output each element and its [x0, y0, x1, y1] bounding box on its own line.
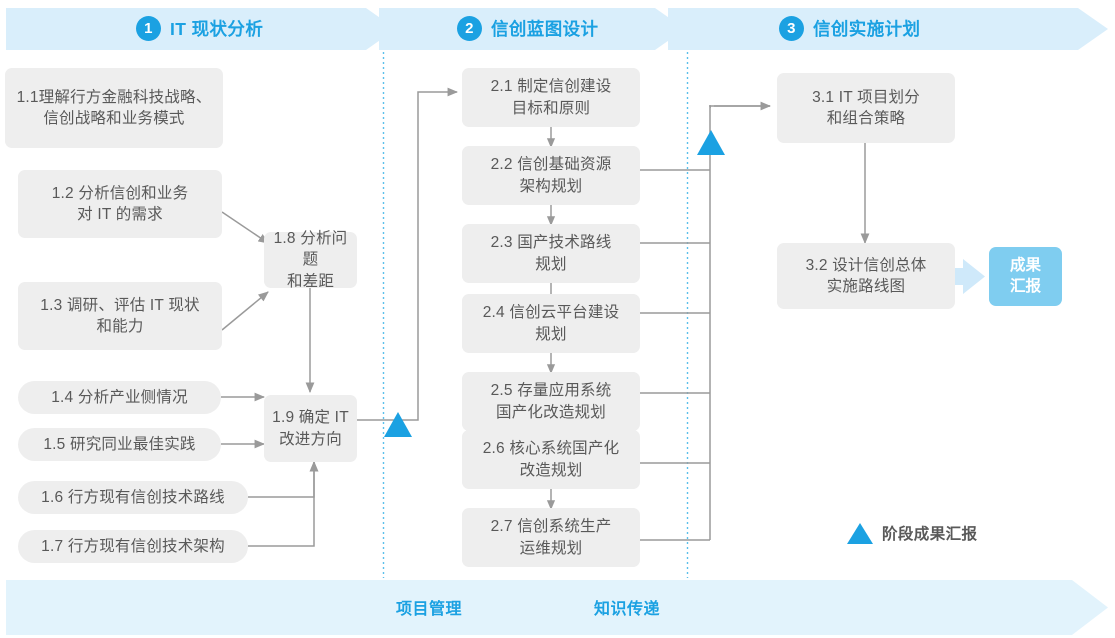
node-2-2[interactable]: 2.2 信创基础资源 架构规划 — [462, 146, 640, 205]
connector-12-to-18 — [221, 211, 269, 244]
node-2-6[interactable]: 2.6 核心系统国产化 改造规划 — [462, 430, 640, 489]
node-1-6[interactable]: 1.6 行方现有信创技术路线 — [18, 481, 248, 514]
connector-13-to-18 — [221, 291, 269, 331]
node-1-1[interactable]: 1.1理解行方金融科技战略、 信创战略和业务模式 — [5, 68, 223, 148]
node-1-8[interactable]: 1.8 分析问题 和差距 — [264, 230, 357, 290]
phase-badge-2: 2 — [457, 16, 482, 41]
phase-header-3: 3 信创实施计划 — [779, 16, 920, 41]
phase-title-1: IT 现状分析 — [170, 19, 264, 39]
connector-16-to-19 — [248, 460, 319, 498]
connector-17-to-19 — [248, 460, 319, 547]
node-1-3[interactable]: 1.3 调研、评估 IT 现状 和能力 — [18, 282, 222, 350]
node-1-4[interactable]: 1.4 分析产业侧情况 — [18, 381, 221, 414]
connector-32-to-result — [943, 259, 985, 294]
node-1-7[interactable]: 1.7 行方现有信创技术架构 — [18, 530, 248, 563]
node-2-3[interactable]: 2.3 国产技术路线 规划 — [462, 224, 640, 283]
legend-milestone: 阶段成果汇报 — [847, 522, 977, 544]
node-2-1[interactable]: 2.1 制定信创建设 目标和原则 — [462, 68, 640, 127]
phase-header-1: 1 IT 现状分析 — [136, 16, 263, 41]
phase-badge-1: 1 — [136, 16, 161, 41]
node-2-7[interactable]: 2.7 信创系统生产 运维规划 — [462, 508, 640, 567]
phase-header-band-3 — [668, 8, 1108, 50]
node-1-9[interactable]: 1.9 确定 IT 改进方向 — [264, 395, 357, 462]
bottom-label-knowledge-transfer: 知识传递 — [594, 601, 661, 618]
phase-title-3: 信创实施计划 — [813, 19, 921, 39]
phase-title-2: 信创蓝图设计 — [491, 19, 599, 39]
node-2-4[interactable]: 2.4 信创云平台建设 规划 — [462, 294, 640, 353]
milestone-triangle-phase2 — [697, 130, 725, 155]
milestone-triangle-phase1 — [384, 412, 412, 437]
result-report-box[interactable]: 成果 汇报 — [989, 247, 1062, 306]
triangle-icon — [847, 522, 873, 544]
phase-badge-3: 3 — [779, 16, 804, 41]
node-1-2[interactable]: 1.2 分析信创和业务 对 IT 的需求 — [18, 170, 222, 238]
phase-header-band-1 — [6, 8, 396, 50]
node-3-2[interactable]: 3.2 设计信创总体 实施路线图 — [777, 243, 955, 309]
node-3-1[interactable]: 3.1 IT 项目划分 和组合策略 — [777, 73, 955, 143]
phase-header-2: 2 信创蓝图设计 — [457, 16, 598, 41]
connector-19-to-21 — [357, 87, 459, 421]
phase-header-band-2 — [379, 8, 685, 50]
node-2-5[interactable]: 2.5 存量应用系统 国产化改造规划 — [462, 372, 640, 431]
bottom-label-project-management: 项目管理 — [396, 601, 463, 618]
legend-label: 阶段成果汇报 — [882, 526, 978, 543]
bottom-band — [6, 580, 1108, 635]
node-1-5[interactable]: 1.5 研究同业最佳实践 — [18, 428, 221, 461]
